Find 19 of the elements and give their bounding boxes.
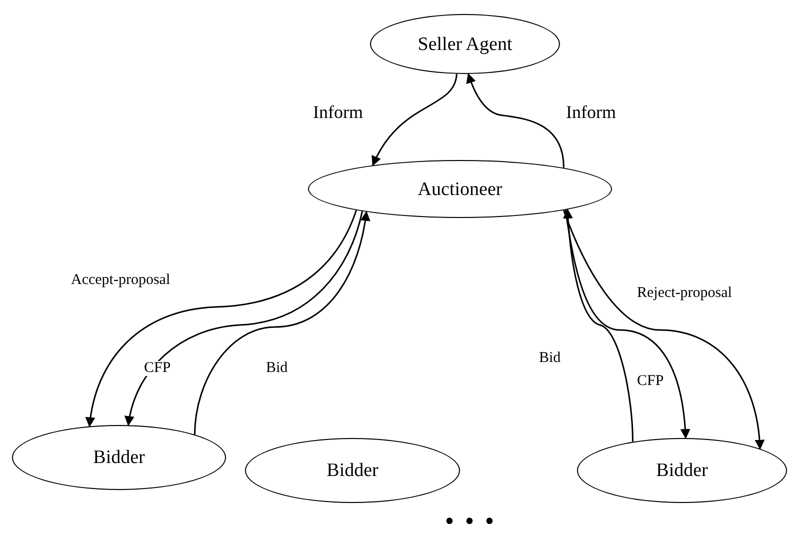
edge-label: Accept-proposal (70, 273, 172, 288)
arrow (563, 210, 764, 450)
node-label: Seller Agent (418, 34, 512, 54)
node-label: Bidder (93, 448, 145, 467)
arrow (466, 73, 564, 168)
edge-label: Inform (565, 103, 617, 121)
arrow (564, 210, 690, 439)
node-label: Auctioneer (418, 180, 502, 198)
node-label: Bidder (326, 461, 378, 480)
node-label: Bidder (656, 461, 708, 480)
arrow (372, 74, 458, 166)
edge-label: Reject-proposal (636, 286, 733, 301)
arrow (86, 210, 357, 428)
edge-label: Inform (312, 103, 364, 121)
edge-label: CFP (143, 361, 172, 376)
ellipsis-label: • • • (443, 512, 496, 534)
arrow (563, 208, 634, 442)
arrow (125, 211, 364, 426)
arrow (194, 210, 370, 435)
